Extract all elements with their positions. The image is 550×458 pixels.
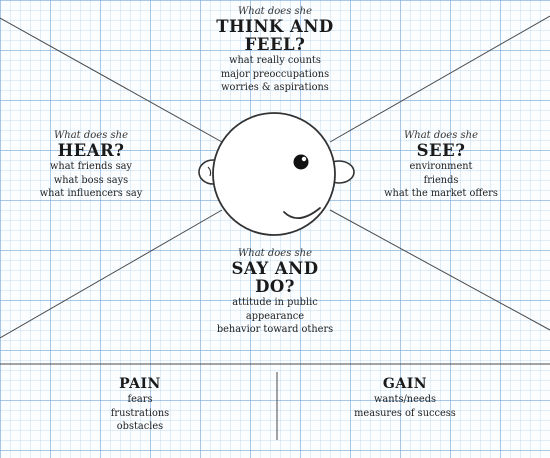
- hear-question: What does she: [53, 130, 129, 141]
- diagonal-top-right: [329, 15, 550, 143]
- say-do-item: behavior toward others: [216, 324, 334, 335]
- think-feel-question: What does she: [237, 6, 313, 17]
- mouth: [283, 207, 321, 219]
- see-title: SEE?: [416, 141, 466, 160]
- think-feel-title-line1: THINK AND: [216, 17, 334, 36]
- say-do-title-line1: SAY AND: [231, 259, 319, 278]
- gain-item: wants/needs: [373, 394, 436, 405]
- hear-item: what friends say: [50, 161, 132, 172]
- say-do-item: attitude in public: [232, 297, 318, 308]
- hear-item: what influencers say: [39, 188, 143, 199]
- say-do-section: What does she SAY AND DO? attitude in pu…: [200, 248, 350, 337]
- see-item: what the market offers: [384, 188, 498, 199]
- head: [212, 112, 336, 236]
- pain-item: frustrations: [110, 407, 170, 419]
- diagonal-bottom-right: [329, 209, 550, 331]
- think-feel-item: what really counts: [229, 55, 321, 66]
- hear-item: what boss says: [53, 174, 129, 186]
- gain-section: GAIN wants/needs measures of success: [340, 375, 470, 420]
- gain-title: GAIN: [382, 376, 428, 392]
- see-item: environment: [409, 161, 473, 172]
- see-section: What does she SEE? environment friends w…: [380, 130, 502, 201]
- say-do-title-line2: DO?: [255, 277, 295, 296]
- say-do-item: appearance: [245, 310, 305, 322]
- gain-item: measures of success: [354, 407, 456, 419]
- pain-item: fears: [127, 394, 153, 405]
- see-question: What does she: [403, 130, 479, 141]
- hear-title: HEAR?: [57, 141, 125, 160]
- think-feel-item: worries & aspirations: [221, 82, 329, 93]
- think-feel-title-line2: FEEL?: [244, 35, 306, 54]
- diagonal-top-left: [0, 17, 223, 143]
- face-illustration: [198, 112, 355, 236]
- hear-section: What does she HEAR? what friends say wha…: [30, 130, 152, 201]
- think-feel-section: What does she THINK AND FEEL? what reall…: [185, 6, 365, 95]
- pain-item: obstacles: [116, 421, 164, 432]
- say-do-question: What does she: [237, 248, 313, 259]
- diagonal-bottom-left: [0, 209, 223, 339]
- see-item: friends: [423, 174, 459, 186]
- eye: [293, 154, 309, 170]
- think-feel-item: major preoccupations: [220, 68, 330, 80]
- pain-section: PAIN fears frustrations obstacles: [70, 375, 210, 434]
- pain-title: PAIN: [119, 376, 161, 392]
